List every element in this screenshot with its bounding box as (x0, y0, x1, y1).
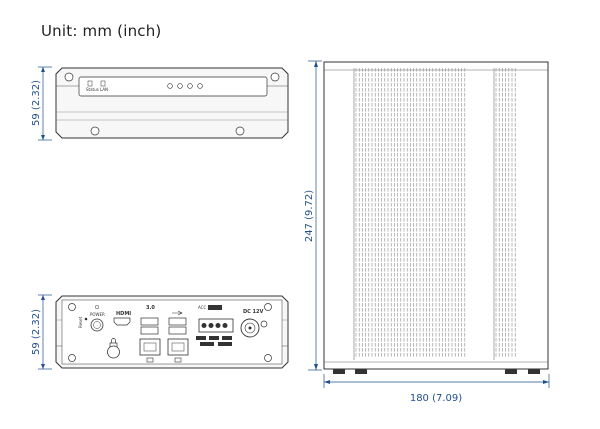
reset-label: Reset (78, 316, 83, 328)
usb-icon (172, 310, 183, 316)
ground-icon (260, 320, 268, 328)
rear-height-dimension (38, 294, 52, 370)
screw-icon (68, 354, 76, 362)
network-icon (146, 357, 154, 363)
screw-icon (264, 303, 272, 311)
indicator-light-icon (187, 83, 193, 89)
foot-icon (355, 369, 367, 374)
power-label: POWER (90, 312, 105, 317)
depth-label: 247 (9.72) (304, 190, 315, 242)
vent-grille (493, 68, 516, 360)
depth-dimension (308, 60, 322, 371)
front-panel (78, 76, 268, 97)
screw-icon (64, 72, 74, 82)
screw-icon (235, 126, 245, 136)
usb3-label: 3.0 (146, 305, 155, 311)
front-height-label: 59 (2.32) (31, 80, 42, 126)
kensington-slot-icon (107, 345, 120, 359)
screw-icon (270, 72, 280, 82)
lan-port-icon (167, 338, 189, 356)
rear-height-label: 59 (2.32) (31, 309, 42, 355)
status-led-label: Status (86, 87, 99, 92)
screw-icon (68, 303, 76, 311)
lan-led-label: LAN (100, 87, 108, 92)
status-led-icon (87, 80, 93, 87)
foot-icon (528, 369, 540, 374)
indicator-light-icon (177, 83, 183, 89)
width-label: 180 (7.09) (410, 393, 462, 404)
top-view (323, 61, 549, 374)
lan-led-icon (100, 80, 106, 87)
width-dimension (323, 374, 550, 388)
indicator-light-icon (167, 83, 173, 89)
screw-icon (264, 354, 272, 362)
page-title: Unit: mm (inch) (41, 22, 162, 40)
foot-icon (505, 369, 517, 374)
reset-button-icon (84, 317, 88, 321)
hdmi-label: HDMI (116, 311, 131, 317)
usb-port-icon (140, 317, 159, 326)
front-height-dimension (38, 66, 52, 141)
foot-icon (333, 369, 345, 374)
lan-port-icon (139, 338, 161, 356)
usb-port-icon (168, 317, 187, 326)
front-view: Status LAN (55, 67, 289, 139)
dc-label: DC 12V (243, 309, 264, 315)
network-icon (174, 357, 182, 363)
usb-port-icon (168, 326, 187, 335)
rear-view: Reset POWER HDMI 3.0 ACC (55, 295, 289, 369)
hdmi-port-icon (113, 317, 131, 326)
usb-port-icon (140, 326, 159, 335)
indicator-light-icon (197, 83, 203, 89)
screw-icon (90, 126, 100, 136)
power-button-icon (90, 318, 104, 332)
power-icon (94, 304, 100, 310)
acc-label: ACC (198, 305, 206, 310)
vent-grille (353, 68, 466, 360)
